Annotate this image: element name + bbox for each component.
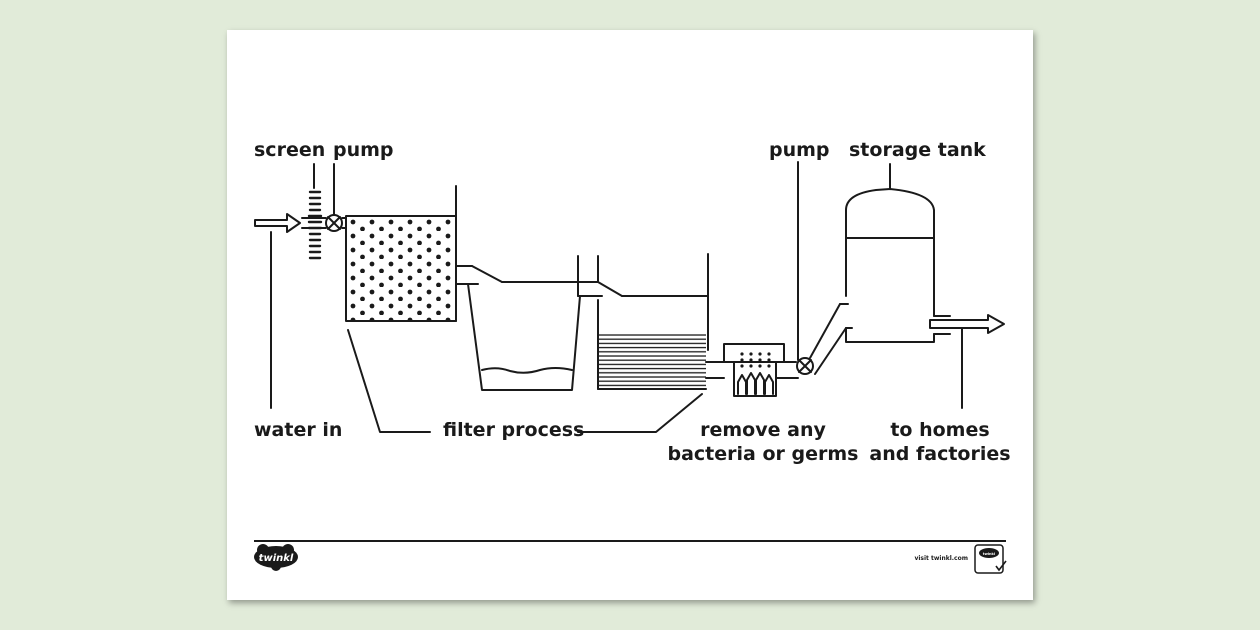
water-treatment-diagram: screen pump pump storage tank water in f… xyxy=(254,139,1011,574)
label-homes-line2: and factories xyxy=(869,443,1010,465)
quality-badge-icon: twinkl xyxy=(974,544,1007,574)
badge-text: twinkl xyxy=(983,552,995,556)
logo-text: twinkl xyxy=(259,553,294,564)
twinkl-logo: twinkl xyxy=(254,544,298,571)
label-filter-process: filter process xyxy=(443,419,584,441)
worksheet-page: screen pump pump storage tank water in f… xyxy=(227,30,1033,600)
pipe-2 xyxy=(577,255,709,297)
water-in-arrow xyxy=(254,213,301,409)
sand-filter-bed xyxy=(597,253,709,390)
label-remove-line1: remove any xyxy=(700,419,826,441)
label-remove-line2: bacteria or germs xyxy=(668,443,859,465)
label-water-in: water in xyxy=(254,419,342,441)
label-pump-right: pump xyxy=(769,139,830,161)
label-pump-left: pump xyxy=(333,139,394,161)
pipe-1 xyxy=(455,265,579,285)
settling-tank xyxy=(345,185,457,322)
pump-right xyxy=(796,161,853,375)
pipe-3 xyxy=(705,361,725,379)
visit-link[interactable]: visit twinkl.com xyxy=(914,555,968,562)
disinfection-unit xyxy=(723,343,799,397)
label-storage-tank: storage tank xyxy=(849,139,986,161)
label-homes-line1: to homes xyxy=(890,419,989,441)
storage-tank xyxy=(845,163,935,343)
label-screen: screen xyxy=(254,139,325,161)
filter-tank xyxy=(467,255,581,391)
filter-process-leaders xyxy=(347,329,703,433)
output-arrow xyxy=(929,314,1005,409)
screen xyxy=(307,163,323,260)
